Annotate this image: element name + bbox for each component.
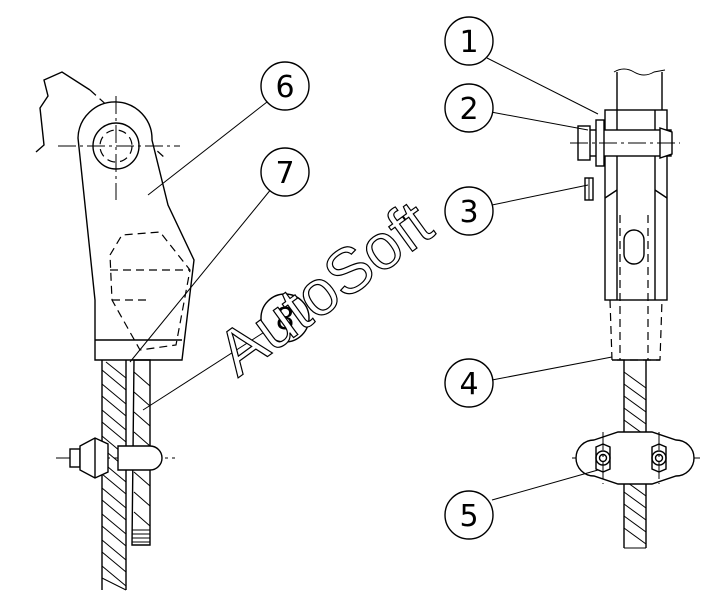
svg-text:2: 2: [459, 92, 478, 127]
svg-text:8: 8: [275, 302, 294, 337]
callout-6: 6: [260, 61, 310, 111]
leader-lines: [129, 57, 613, 501]
callout-7: 7: [260, 147, 310, 197]
socket-body: [77, 101, 195, 361]
svg-text:6: 6: [275, 70, 294, 105]
main-rope: [101, 360, 127, 591]
svg-text:7: 7: [275, 156, 294, 191]
wedge-hidden: [109, 231, 191, 351]
slot: [623, 229, 645, 265]
callout-4: 4: [444, 358, 494, 408]
callout-3: 3: [444, 186, 494, 236]
svg-text:3: 3: [459, 195, 478, 230]
watermark: AutoSoft: [204, 187, 445, 390]
socket-lower-hidden: [609, 299, 663, 361]
rope-clip: [56, 437, 175, 479]
callout-2: 2: [444, 83, 494, 133]
clip-saddle: [117, 445, 163, 471]
clamp-plate: [575, 431, 695, 485]
callout-1: 1: [444, 16, 494, 66]
clip-nut: [79, 437, 109, 479]
svg-text:1: 1: [459, 25, 478, 60]
right-front-view: [570, 68, 700, 549]
rope-clamp: [572, 431, 700, 485]
left-side-view: [35, 71, 195, 591]
svg-text:4: 4: [459, 367, 478, 402]
callout-5: 5: [444, 490, 494, 540]
callouts: 1 2 3 4 5 6 7 8: [260, 16, 494, 540]
svg-text:5: 5: [459, 499, 478, 534]
break-line: [35, 71, 91, 153]
callout-8: 8: [260, 293, 310, 343]
